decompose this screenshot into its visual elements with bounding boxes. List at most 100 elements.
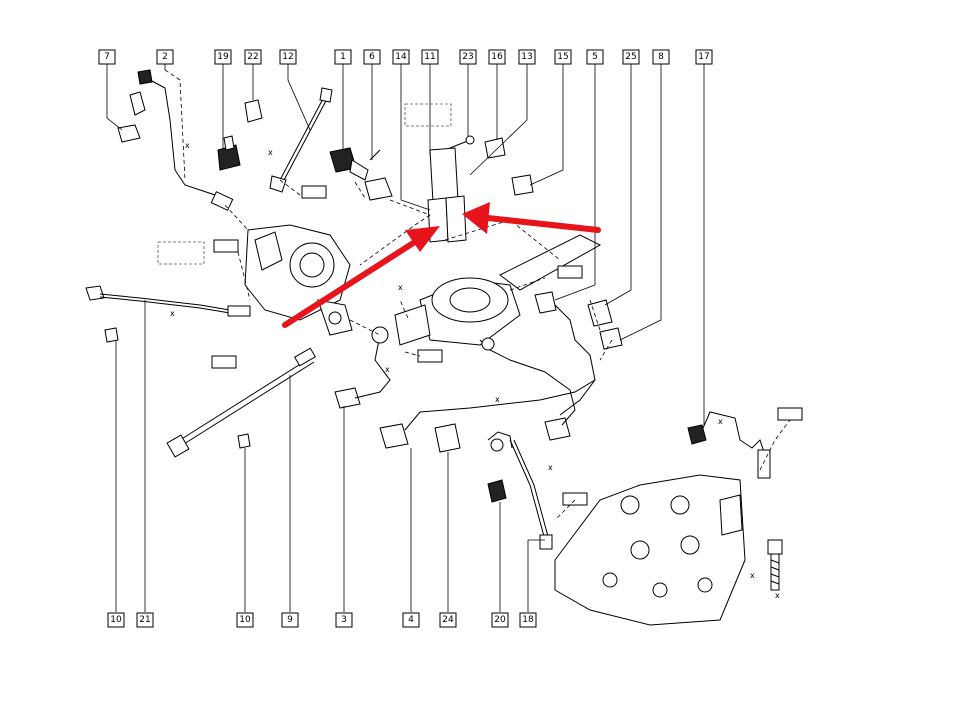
bolt (767, 539, 783, 591)
reference-box-left (157, 241, 205, 265)
highlight-arrows (282, 202, 601, 328)
sensor-1 (329, 147, 369, 181)
svg-text:22: 22 (247, 52, 258, 62)
torque-labels (211, 185, 803, 506)
sensor-20 (487, 431, 513, 503)
svg-text:3: 3 (341, 615, 347, 625)
cylinder-head (554, 474, 746, 626)
callout-15: 15 (554, 49, 572, 65)
sensor-7 (117, 91, 146, 143)
svg-text:2: 2 (162, 52, 168, 62)
clip-8 (599, 327, 623, 350)
engine-turbo-assembly (244, 224, 353, 336)
dimension-mark: x (718, 417, 723, 426)
svg-text:16: 16 (491, 52, 503, 62)
egr-valve-assembly (394, 234, 602, 346)
callout-13: 13 (518, 49, 536, 65)
dashed-leaders (164, 69, 791, 521)
svg-text:17: 17 (698, 52, 709, 62)
callout-25: 25 (622, 49, 640, 65)
callout-12: 12 (279, 49, 297, 65)
dimension-mark: x (775, 591, 780, 600)
callout-11: 11 (421, 49, 439, 65)
callout-14: 14 (392, 49, 410, 65)
svg-text:8: 8 (658, 52, 664, 62)
screw-23 (449, 135, 475, 149)
callout-17: 17 (695, 49, 713, 65)
callouts-top: 7 2 19 22 12 1 6 14 11 23 16 13 15 5 25 … (98, 49, 713, 65)
svg-text:24: 24 (442, 615, 454, 625)
callout-24: 24 (439, 612, 457, 628)
svg-text:6: 6 (369, 52, 375, 62)
svg-text:19: 19 (217, 52, 229, 62)
callout-8: 8 (652, 49, 670, 65)
svg-text:10: 10 (239, 615, 251, 625)
dimension-mark: x (398, 283, 403, 292)
svg-text:18: 18 (522, 615, 534, 625)
callout-23: 23 (459, 49, 477, 65)
dimension-mark: x (750, 571, 755, 580)
dimension-marks: x x x x x x x x x x (170, 141, 780, 600)
clip-22 (244, 99, 263, 123)
svg-text:12: 12 (282, 52, 293, 62)
actuator-14-11 (427, 147, 467, 243)
red-arrow-left (282, 237, 421, 328)
callout-9: 9 (281, 612, 299, 628)
clip-16 (484, 137, 506, 159)
svg-text:14: 14 (395, 52, 407, 62)
sensor-18 (509, 439, 553, 550)
svg-text:1: 1 (340, 52, 346, 62)
callout-7: 7 (98, 49, 116, 65)
callout-leaders-bottom (115, 300, 545, 612)
callout-10-right: 10 (236, 612, 254, 628)
svg-text:20: 20 (494, 615, 506, 625)
svg-text:9: 9 (287, 615, 293, 625)
callouts-bottom: 10 21 10 9 3 4 24 20 18 (107, 612, 537, 628)
reference-box-top (404, 103, 452, 127)
red-arrow-right (485, 215, 601, 233)
svg-text:4: 4 (408, 615, 414, 625)
sensor-4 (379, 379, 596, 449)
clip-25 (587, 299, 613, 327)
sensor-2 (137, 69, 234, 211)
dimension-mark: x (495, 395, 500, 404)
svg-text:15: 15 (557, 52, 568, 62)
sensor-21 (85, 285, 251, 317)
callout-6: 6 (363, 49, 381, 65)
callout-2: 2 (156, 49, 174, 65)
svg-text:25: 25 (625, 52, 636, 62)
dimension-mark: x (268, 148, 273, 157)
svg-text:7: 7 (104, 52, 110, 62)
svg-text:10: 10 (110, 615, 122, 625)
clip-15 (511, 174, 534, 196)
dimension-mark: x (185, 141, 190, 150)
svg-text:23: 23 (462, 52, 473, 62)
svg-text:11: 11 (424, 52, 435, 62)
callout-18: 18 (519, 612, 537, 628)
callout-16: 16 (488, 49, 506, 65)
connector-24 (434, 423, 461, 453)
callout-21: 21 (136, 612, 154, 628)
callout-22: 22 (244, 49, 262, 65)
sensor-17 (687, 411, 771, 479)
sensor-5 (534, 291, 596, 416)
callout-leaders-top (106, 64, 705, 425)
callout-3: 3 (335, 612, 353, 628)
callout-5: 5 (586, 49, 604, 65)
svg-text:13: 13 (521, 52, 532, 62)
sensor-6 (364, 149, 393, 201)
dimension-mark: x (385, 365, 390, 374)
svg-text:5: 5 (592, 52, 598, 62)
dimension-mark: x (170, 309, 175, 318)
sensor-3 (334, 326, 391, 409)
sensor-9 (166, 347, 316, 458)
red-arrowhead-left (405, 226, 440, 252)
dimension-mark: x (548, 463, 553, 472)
clip-10-right (237, 433, 251, 449)
callout-10-left: 10 (107, 612, 125, 628)
callout-19: 19 (214, 49, 232, 65)
callout-20: 20 (491, 612, 509, 628)
clip-10-left (104, 327, 119, 343)
callout-1: 1 (334, 49, 352, 65)
